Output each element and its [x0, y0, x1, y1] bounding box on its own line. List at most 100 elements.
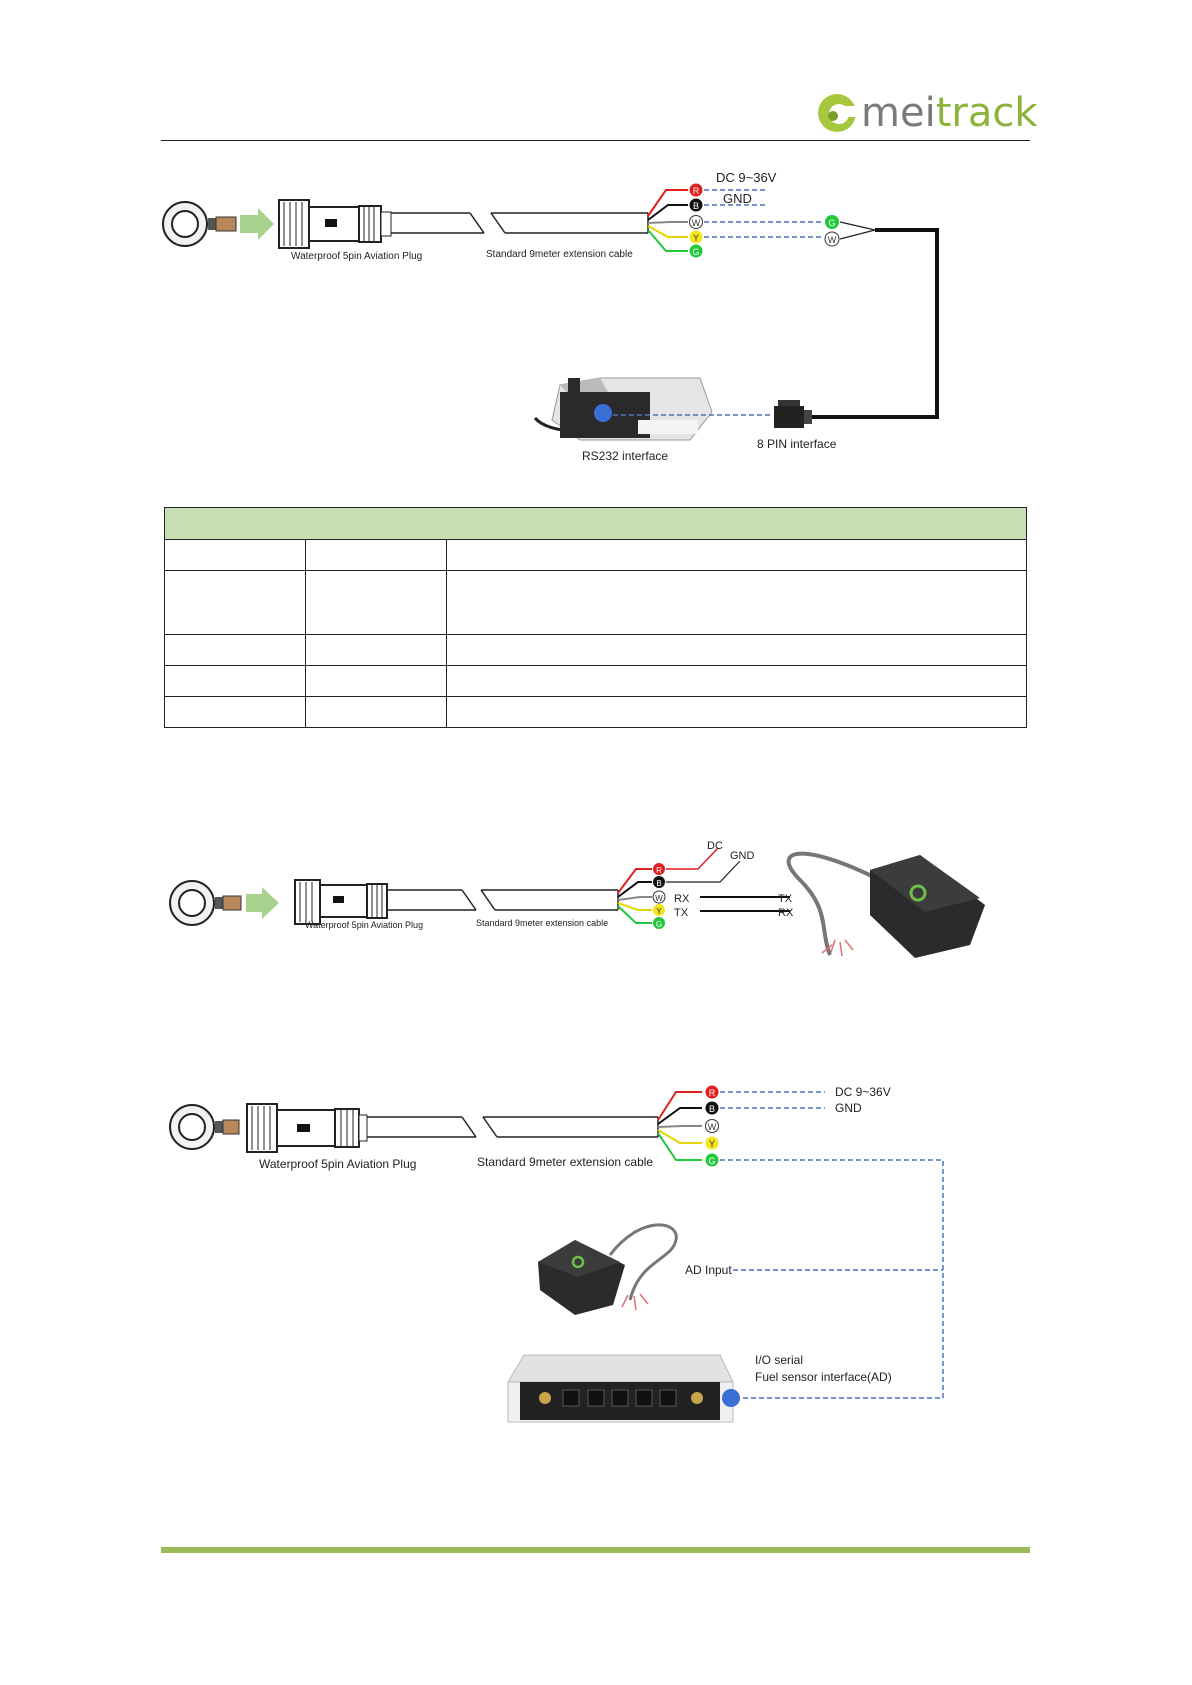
wiring-diagram-rs232: R B W Y G DC 9~36V GND G W 8 PIN interfa… [0, 0, 1192, 475]
8pin-interface-label: 8 PIN interface [757, 437, 837, 451]
table-row [164, 696, 1027, 728]
dc-power-label: DC 9~36V [835, 1085, 891, 1099]
table-header-row [164, 507, 1027, 540]
table-cell [446, 539, 1027, 571]
cable-label: Standard 9meter extension cable [477, 1155, 653, 1169]
cable-label: Standard 9meter extension cable [476, 918, 608, 928]
svg-text:Y: Y [709, 1139, 715, 1149]
8pin-connector-icon [774, 400, 812, 428]
plug-label: Waterproof 5pin Aviation Plug [291, 251, 422, 262]
svg-text:W: W [655, 894, 663, 903]
svg-text:B: B [709, 1104, 715, 1114]
fuel-sensor-label: Fuel sensor interface(AD) [755, 1370, 892, 1384]
svg-text:G: G [708, 1156, 715, 1166]
table-cell [305, 665, 447, 697]
svg-text:G: G [692, 247, 699, 257]
svg-text:Y: Y [693, 233, 699, 243]
table-cell [305, 539, 447, 571]
extension-cable-icon [387, 889, 619, 911]
pair-g-icon: G [825, 215, 839, 229]
tracker-device-rs232-icon [533, 377, 713, 441]
table-cell [164, 539, 306, 571]
table-cell [305, 696, 447, 728]
svg-text:W: W [708, 1122, 717, 1132]
pair-w-icon: W [824, 231, 840, 247]
svg-text:Y: Y [656, 907, 662, 916]
table-cell [446, 696, 1027, 728]
aviation-plug-icon [294, 879, 388, 925]
gnd-label: GND [730, 850, 755, 862]
plug-label: Waterproof 5pin Aviation Plug [259, 1157, 416, 1171]
wiring-diagram-serial: R B W Y G DC GND RX TX TX RX Waterproof … [0, 820, 1192, 985]
wire-g-icon: G [689, 244, 703, 258]
gnd-label: GND [723, 191, 752, 206]
wire-b-icon: B [689, 198, 703, 212]
table-cell [446, 665, 1027, 697]
logo-text: meitrack [861, 90, 1038, 136]
wire-w-icon: W [652, 890, 666, 904]
aviation-plug-icon [246, 1103, 368, 1153]
tx-left-label: TX [674, 907, 689, 919]
table-cell [446, 634, 1027, 666]
svg-text:B: B [656, 879, 661, 888]
wire-b-icon: B [705, 1101, 719, 1115]
specification-table [164, 507, 1027, 728]
svg-text:W: W [828, 235, 837, 245]
arrow-icon [246, 887, 279, 919]
table-cell [305, 570, 447, 635]
wire-g-icon: G [653, 917, 665, 929]
extension-cable-icon [367, 1116, 659, 1138]
io-serial-label: I/O serial [755, 1353, 803, 1367]
aviation-plug-icon [278, 199, 392, 249]
wire-y-icon: Y [653, 904, 665, 916]
wire-r-icon: R [653, 863, 665, 875]
rs232-interface-label: RS232 interface [582, 449, 668, 463]
rx-right-label: RX [778, 907, 794, 919]
sensor-probe-icon [169, 880, 242, 926]
arrow-icon [240, 208, 274, 240]
fuel-port-marker [722, 1389, 740, 1407]
rx-left-label: RX [674, 893, 690, 905]
table-cell [164, 696, 306, 728]
svg-text:G: G [656, 920, 662, 929]
table-row [164, 665, 1027, 697]
meitrack-c-logo-icon [818, 94, 861, 132]
table-cell [164, 570, 306, 635]
extension-cable-icon [391, 212, 649, 234]
table-row [164, 634, 1027, 666]
header-rule [161, 140, 1030, 141]
table-row [164, 539, 1027, 571]
gps-tracker-device-icon [786, 851, 985, 958]
wire-w-icon: W [689, 215, 703, 229]
sensor-probe-icon [169, 1104, 240, 1150]
svg-text:B: B [693, 201, 699, 211]
wire-r-icon: R [689, 183, 703, 197]
wire-y-icon: Y [689, 230, 703, 244]
svg-text:G: G [828, 218, 835, 228]
wire-b-icon: B [653, 876, 665, 888]
gps-tracker-small-icon [538, 1223, 678, 1315]
footer-rule [161, 1547, 1030, 1553]
tx-right-label: TX [778, 893, 793, 905]
rs232-port-marker [594, 404, 612, 422]
svg-text:R: R [709, 1088, 716, 1098]
gps-tracker-large-icon [507, 1354, 734, 1423]
table-cell [164, 634, 306, 666]
dc-label: DC [707, 840, 723, 852]
meitrack-logo: meitrack [815, 88, 1037, 138]
wiring-diagram-ad-input: R B W Y G DC 9~36V GND AD Input I/O seri… [0, 1070, 1192, 1435]
ad-input-label: AD Input [685, 1263, 732, 1277]
svg-text:W: W [692, 218, 701, 228]
svg-text:R: R [693, 186, 700, 196]
wire-g-icon: G [705, 1153, 719, 1167]
cable-label: Standard 9meter extension cable [486, 249, 633, 260]
wire-y-icon: Y [705, 1136, 719, 1150]
sensor-probe-icon [162, 201, 237, 247]
svg-text:R: R [656, 866, 662, 875]
wire-w-icon: W [705, 1119, 719, 1133]
wire-r-icon: R [705, 1085, 719, 1099]
dc-power-label: DC 9~36V [716, 170, 777, 185]
gnd-label: GND [835, 1101, 862, 1115]
table-row [164, 570, 1027, 635]
table-cell [305, 634, 447, 666]
